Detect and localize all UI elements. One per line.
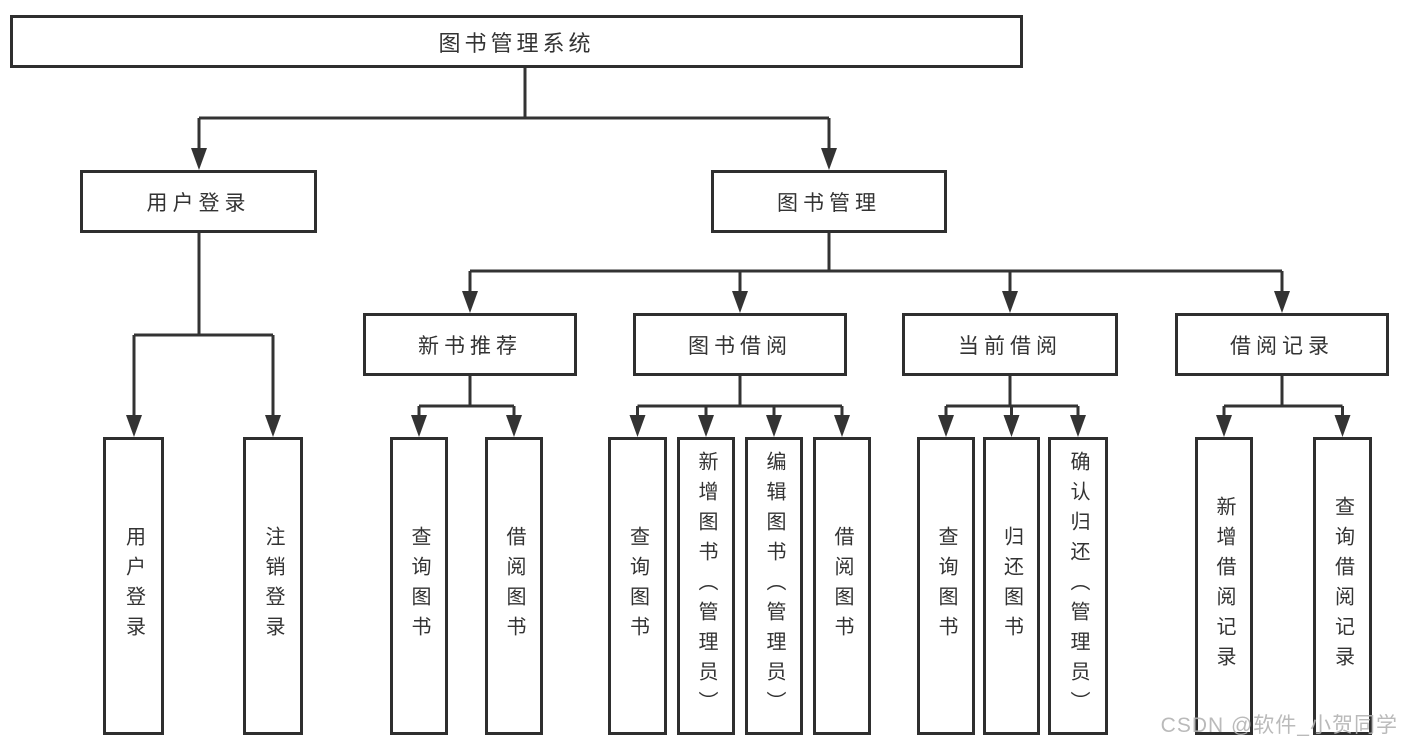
node-label: 用户登录 xyxy=(146,191,251,215)
arrowhead xyxy=(732,291,748,313)
node-label: 借阅图书 xyxy=(831,526,853,646)
leaf-add-borrow-record: 新增借阅记录 xyxy=(1195,437,1253,735)
node-label: 确认归还（管理员） xyxy=(1067,451,1089,721)
leaf-logout: 注销登录 xyxy=(243,437,303,735)
node-label: 注销登录 xyxy=(262,526,284,646)
arrowhead xyxy=(1002,291,1018,313)
arrowhead xyxy=(506,415,522,437)
connector-root-to-level2 xyxy=(197,68,831,152)
arrowhead xyxy=(834,415,850,437)
node-label: 查询图书 xyxy=(935,526,957,646)
node-label: 用户登录 xyxy=(122,526,145,646)
node-label: 新增借阅记录 xyxy=(1213,496,1235,676)
arrowhead xyxy=(462,291,478,313)
connector-borrow-record-to-children xyxy=(1222,376,1344,419)
leaf-user-login: 用户登录 xyxy=(103,437,164,735)
arrowhead xyxy=(629,415,646,437)
arrowhead xyxy=(265,415,281,437)
csdn-watermark: CSDN @软件_小贺同学 xyxy=(1160,714,1398,737)
leaf-borrow-book: 借阅图书 xyxy=(813,437,871,735)
node-label: 图书管理 xyxy=(777,191,881,215)
arrowhead xyxy=(698,415,714,437)
arrowheads xyxy=(126,148,1351,437)
arrowhead xyxy=(1003,415,1020,437)
arrowhead xyxy=(126,415,142,437)
node-label: 新书推荐 xyxy=(418,334,522,358)
node-label: 图书管理系统 xyxy=(438,30,595,56)
leaf-query-borrow-record: 查询借阅记录 xyxy=(1313,437,1372,735)
node-label: 新增图书（管理员） xyxy=(695,451,717,721)
arrowhead xyxy=(766,415,782,437)
arrowhead xyxy=(1070,415,1086,437)
node-root-system: 图书管理系统 xyxy=(10,15,1023,68)
leaf-return-book: 归还图书 xyxy=(983,437,1040,735)
node-current-borrow: 当前借阅 xyxy=(902,313,1118,376)
connector-book-borrow-to-children xyxy=(636,376,844,419)
connector-current-borrow-to-children xyxy=(944,376,1080,419)
arrowhead xyxy=(821,148,837,170)
node-book-borrow: 图书借阅 xyxy=(633,313,847,376)
node-label: 查询图书 xyxy=(626,526,649,646)
connector-user-login-to-children xyxy=(132,233,275,419)
connector-new-book-to-children xyxy=(417,376,516,419)
node-new-book-recommend: 新书推荐 xyxy=(363,313,577,376)
leaf-query-book-current: 查询图书 xyxy=(917,437,975,735)
arrowhead xyxy=(1216,415,1232,437)
node-label: 编辑图书（管理员） xyxy=(763,451,785,721)
node-label: 查询图书 xyxy=(408,526,430,646)
leaf-edit-book-admin: 编辑图书（管理员） xyxy=(745,437,803,735)
node-label: 当前借阅 xyxy=(958,334,1062,358)
node-book-management: 图书管理 xyxy=(711,170,947,233)
arrowhead xyxy=(1274,291,1290,313)
connector-book-management-to-children xyxy=(468,233,1284,295)
arrowhead xyxy=(191,148,207,170)
leaf-confirm-return-admin: 确认归还（管理员） xyxy=(1048,437,1108,735)
leaf-add-book-admin: 新增图书（管理员） xyxy=(677,437,735,735)
leaf-borrow-book-recommend: 借阅图书 xyxy=(485,437,543,735)
node-borrow-record: 借阅记录 xyxy=(1175,313,1389,376)
node-label: 图书借阅 xyxy=(688,334,792,358)
leaf-query-book-recommend: 查询图书 xyxy=(390,437,448,735)
arrowhead xyxy=(411,415,427,437)
leaf-query-book-borrow: 查询图书 xyxy=(608,437,667,735)
node-label: 借阅记录 xyxy=(1230,334,1334,358)
node-user-login: 用户登录 xyxy=(80,170,317,233)
node-label: 查询借阅记录 xyxy=(1331,496,1354,676)
node-label: 归还图书 xyxy=(1000,526,1023,646)
arrowhead xyxy=(1334,415,1351,437)
arrowhead xyxy=(938,415,954,437)
node-label: 借阅图书 xyxy=(503,526,525,646)
